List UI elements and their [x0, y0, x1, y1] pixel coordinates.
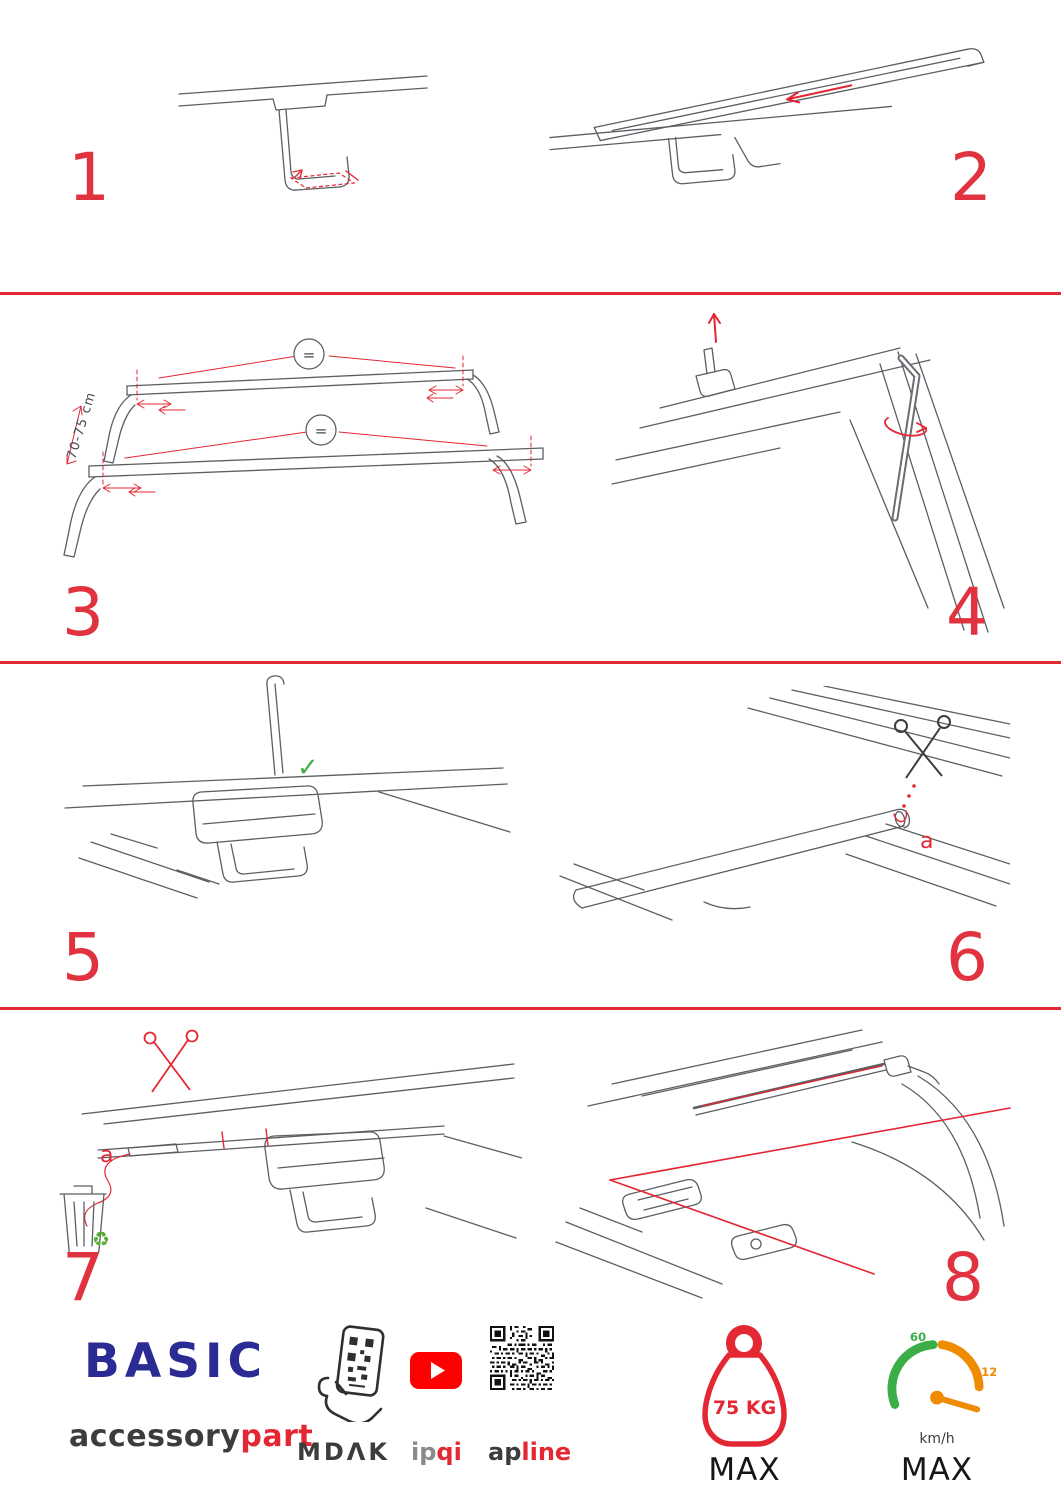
brand-subtitle: accessorypart	[69, 1419, 313, 1454]
partner-ipqi-label: ipqi	[411, 1438, 462, 1466]
section-divider-3	[0, 1007, 1061, 1010]
speed-max-label: MAX	[900, 1452, 974, 1488]
step-5-number: 5	[62, 919, 104, 996]
roof-and-clamp-drawing	[611, 347, 1005, 633]
partner-ipqi-gray: ip	[411, 1438, 437, 1466]
roof-rail-final-drawing	[555, 1029, 1005, 1299]
qr-code-graphic	[490, 1326, 554, 1390]
equals-circle-bottom	[305, 414, 337, 446]
youtube-graphic	[410, 1352, 462, 1389]
recycle-icon: ♻	[92, 1227, 110, 1251]
equals-circle-top	[293, 338, 325, 370]
partner-apline-label: apline	[488, 1438, 571, 1466]
dimension-lines	[66, 355, 532, 497]
scissors-icon	[894, 715, 951, 779]
slide-arrow-icon	[786, 84, 853, 104]
weight-limit-graphic: 75 KG	[702, 1325, 787, 1447]
cut-marks-and-discard-line	[84, 1128, 269, 1227]
step-3-illustration: = = 70-75 cm	[63, 338, 544, 558]
tighten-arrows	[708, 313, 928, 437]
equals-top-label: =	[303, 346, 316, 364]
trash-bin-icon	[59, 1185, 107, 1256]
step-3-panel: = = 70-75 cm	[35, 310, 550, 570]
label-a: a	[100, 1143, 113, 1168]
check-mark-icon: ✓	[297, 753, 319, 783]
crossbars-drawing	[63, 369, 544, 558]
step-2-number: 2	[950, 139, 992, 216]
step-4-panel	[598, 306, 1008, 644]
step-3-number: 3	[62, 574, 104, 651]
qr-code-icon	[490, 1326, 554, 1390]
brand-subtitle-black: accessory	[69, 1419, 241, 1454]
step-1-panel	[175, 30, 435, 260]
speed-unit-label: km/h	[919, 1431, 955, 1447]
phone-qr-scan-icon	[312, 1322, 394, 1422]
strip-cut-drawing	[81, 1063, 522, 1239]
step-5-illustration: ✓	[64, 675, 511, 899]
section-divider-1	[0, 292, 1061, 295]
alignment-guides	[609, 1065, 1011, 1275]
partner-apline-black: ap	[488, 1438, 522, 1466]
scissors-icon	[143, 1029, 199, 1093]
qr-finder-patterns	[490, 1326, 554, 1390]
partner-apline-red: line	[521, 1438, 572, 1466]
section-divider-2	[0, 661, 1061, 664]
step-8-number: 8	[942, 1239, 984, 1316]
step-8-illustration	[555, 1029, 1011, 1299]
speedometer-icon: 60 120	[876, 1330, 996, 1428]
slat-slide-drawing	[549, 48, 985, 185]
speedometer-graphic: 60 120	[887, 1330, 996, 1413]
cut-dots	[902, 784, 916, 808]
step-7-illustration: a ♻	[59, 1029, 522, 1256]
allen-key-icon	[891, 354, 921, 522]
step-6-number: 6	[946, 919, 988, 996]
bar-distance-label: 70-75 cm	[64, 390, 99, 461]
step-2-illustration	[549, 48, 985, 185]
step-4-number: 4	[946, 574, 988, 651]
step-6-panel: a	[552, 686, 1010, 941]
cut-end-mark	[893, 810, 908, 823]
step-4-illustration	[611, 313, 1005, 633]
phone-qr-scan-graphic	[317, 1325, 385, 1422]
speed-max-value-label: 120	[981, 1365, 996, 1379]
step-1-illustration	[178, 75, 428, 191]
weight-limit-value: 75 KG	[713, 1397, 776, 1419]
partner-ipqi-red: qi	[436, 1438, 462, 1466]
partner-mdak-label: MDΛK	[297, 1438, 390, 1466]
step-8-panel	[550, 1020, 1015, 1302]
step-1-number: 1	[68, 139, 110, 216]
step-7-panel: a ♻	[42, 1026, 522, 1266]
weight-max-label: MAX	[708, 1452, 781, 1488]
qr-modules	[490, 1326, 554, 1390]
channel-bar-drawing	[559, 686, 1010, 921]
speed-min-label: 60	[910, 1330, 926, 1344]
weight-limit-icon: 75 KG	[692, 1322, 797, 1447]
step-5-panel: ✓	[55, 672, 515, 934]
label-a: a	[920, 829, 933, 854]
youtube-icon	[410, 1352, 462, 1389]
rubber-pad-outline	[289, 172, 356, 189]
insert-arrow-icon	[292, 169, 359, 181]
brand-logo: BASIC	[84, 1334, 268, 1389]
step-2-panel	[538, 15, 1010, 235]
brand-subtitle-red: part	[240, 1419, 314, 1454]
step-6-illustration: a	[559, 686, 1010, 921]
foot-bracket-drawing	[64, 675, 511, 899]
rail-clamp-drawing	[178, 75, 428, 191]
equals-bottom-label: =	[315, 422, 328, 440]
step-7-number: 7	[62, 1239, 104, 1316]
